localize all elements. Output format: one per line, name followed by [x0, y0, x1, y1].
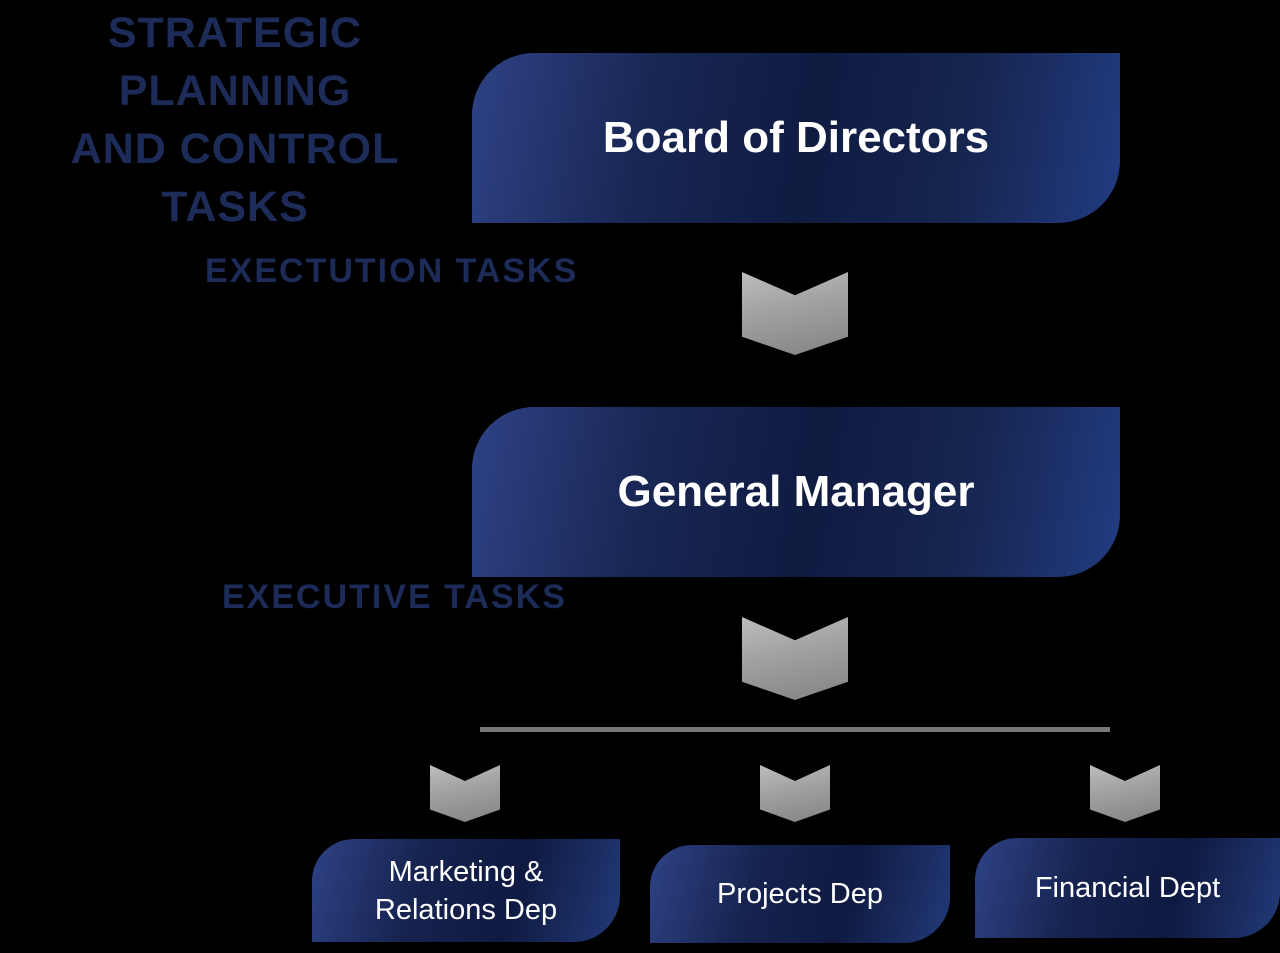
financial-dept-label: Financial Dept	[1034, 872, 1221, 904]
marketing-relations-dep-label-line2: Relations Dep	[374, 893, 558, 926]
marketing-relations-dep-label-line1: Marketing &	[388, 855, 544, 888]
general-manager-node: General Manager	[472, 407, 1120, 577]
projects-dep-label: Projects Dep	[716, 878, 883, 910]
financial-dept-node: Financial Dept	[975, 838, 1280, 938]
chevron-down-icon	[430, 765, 500, 822]
chevron-down-icon	[1090, 765, 1160, 822]
strategic-planning-label-line1: STRATEGIC PLANNING	[107, 9, 363, 115]
marketing-relations-dep-label: Marketing & Relations Dep	[375, 853, 557, 929]
executive-tasks-label: EXECUTIVE TASKS	[222, 578, 567, 616]
strategic-planning-label-line2: AND CONTROL TASKS	[70, 125, 400, 231]
marketing-relations-dep-node: Marketing & Relations Dep	[312, 839, 620, 942]
chevron-down-icon	[742, 617, 848, 700]
exectution-tasks-label: EXECTUTION TASKS	[205, 252, 579, 290]
board-of-directors-label: Board of Directors	[602, 113, 990, 162]
chevron-down-icon	[742, 272, 848, 355]
general-manager-label: General Manager	[617, 467, 975, 516]
chevron-down-icon	[760, 765, 830, 822]
strategic-planning-label: STRATEGIC PLANNING AND CONTROL TASKS	[0, 4, 470, 236]
board-of-directors-node: Board of Directors	[472, 53, 1120, 223]
projects-dep-node: Projects Dep	[650, 845, 950, 943]
distribution-line	[480, 727, 1110, 732]
